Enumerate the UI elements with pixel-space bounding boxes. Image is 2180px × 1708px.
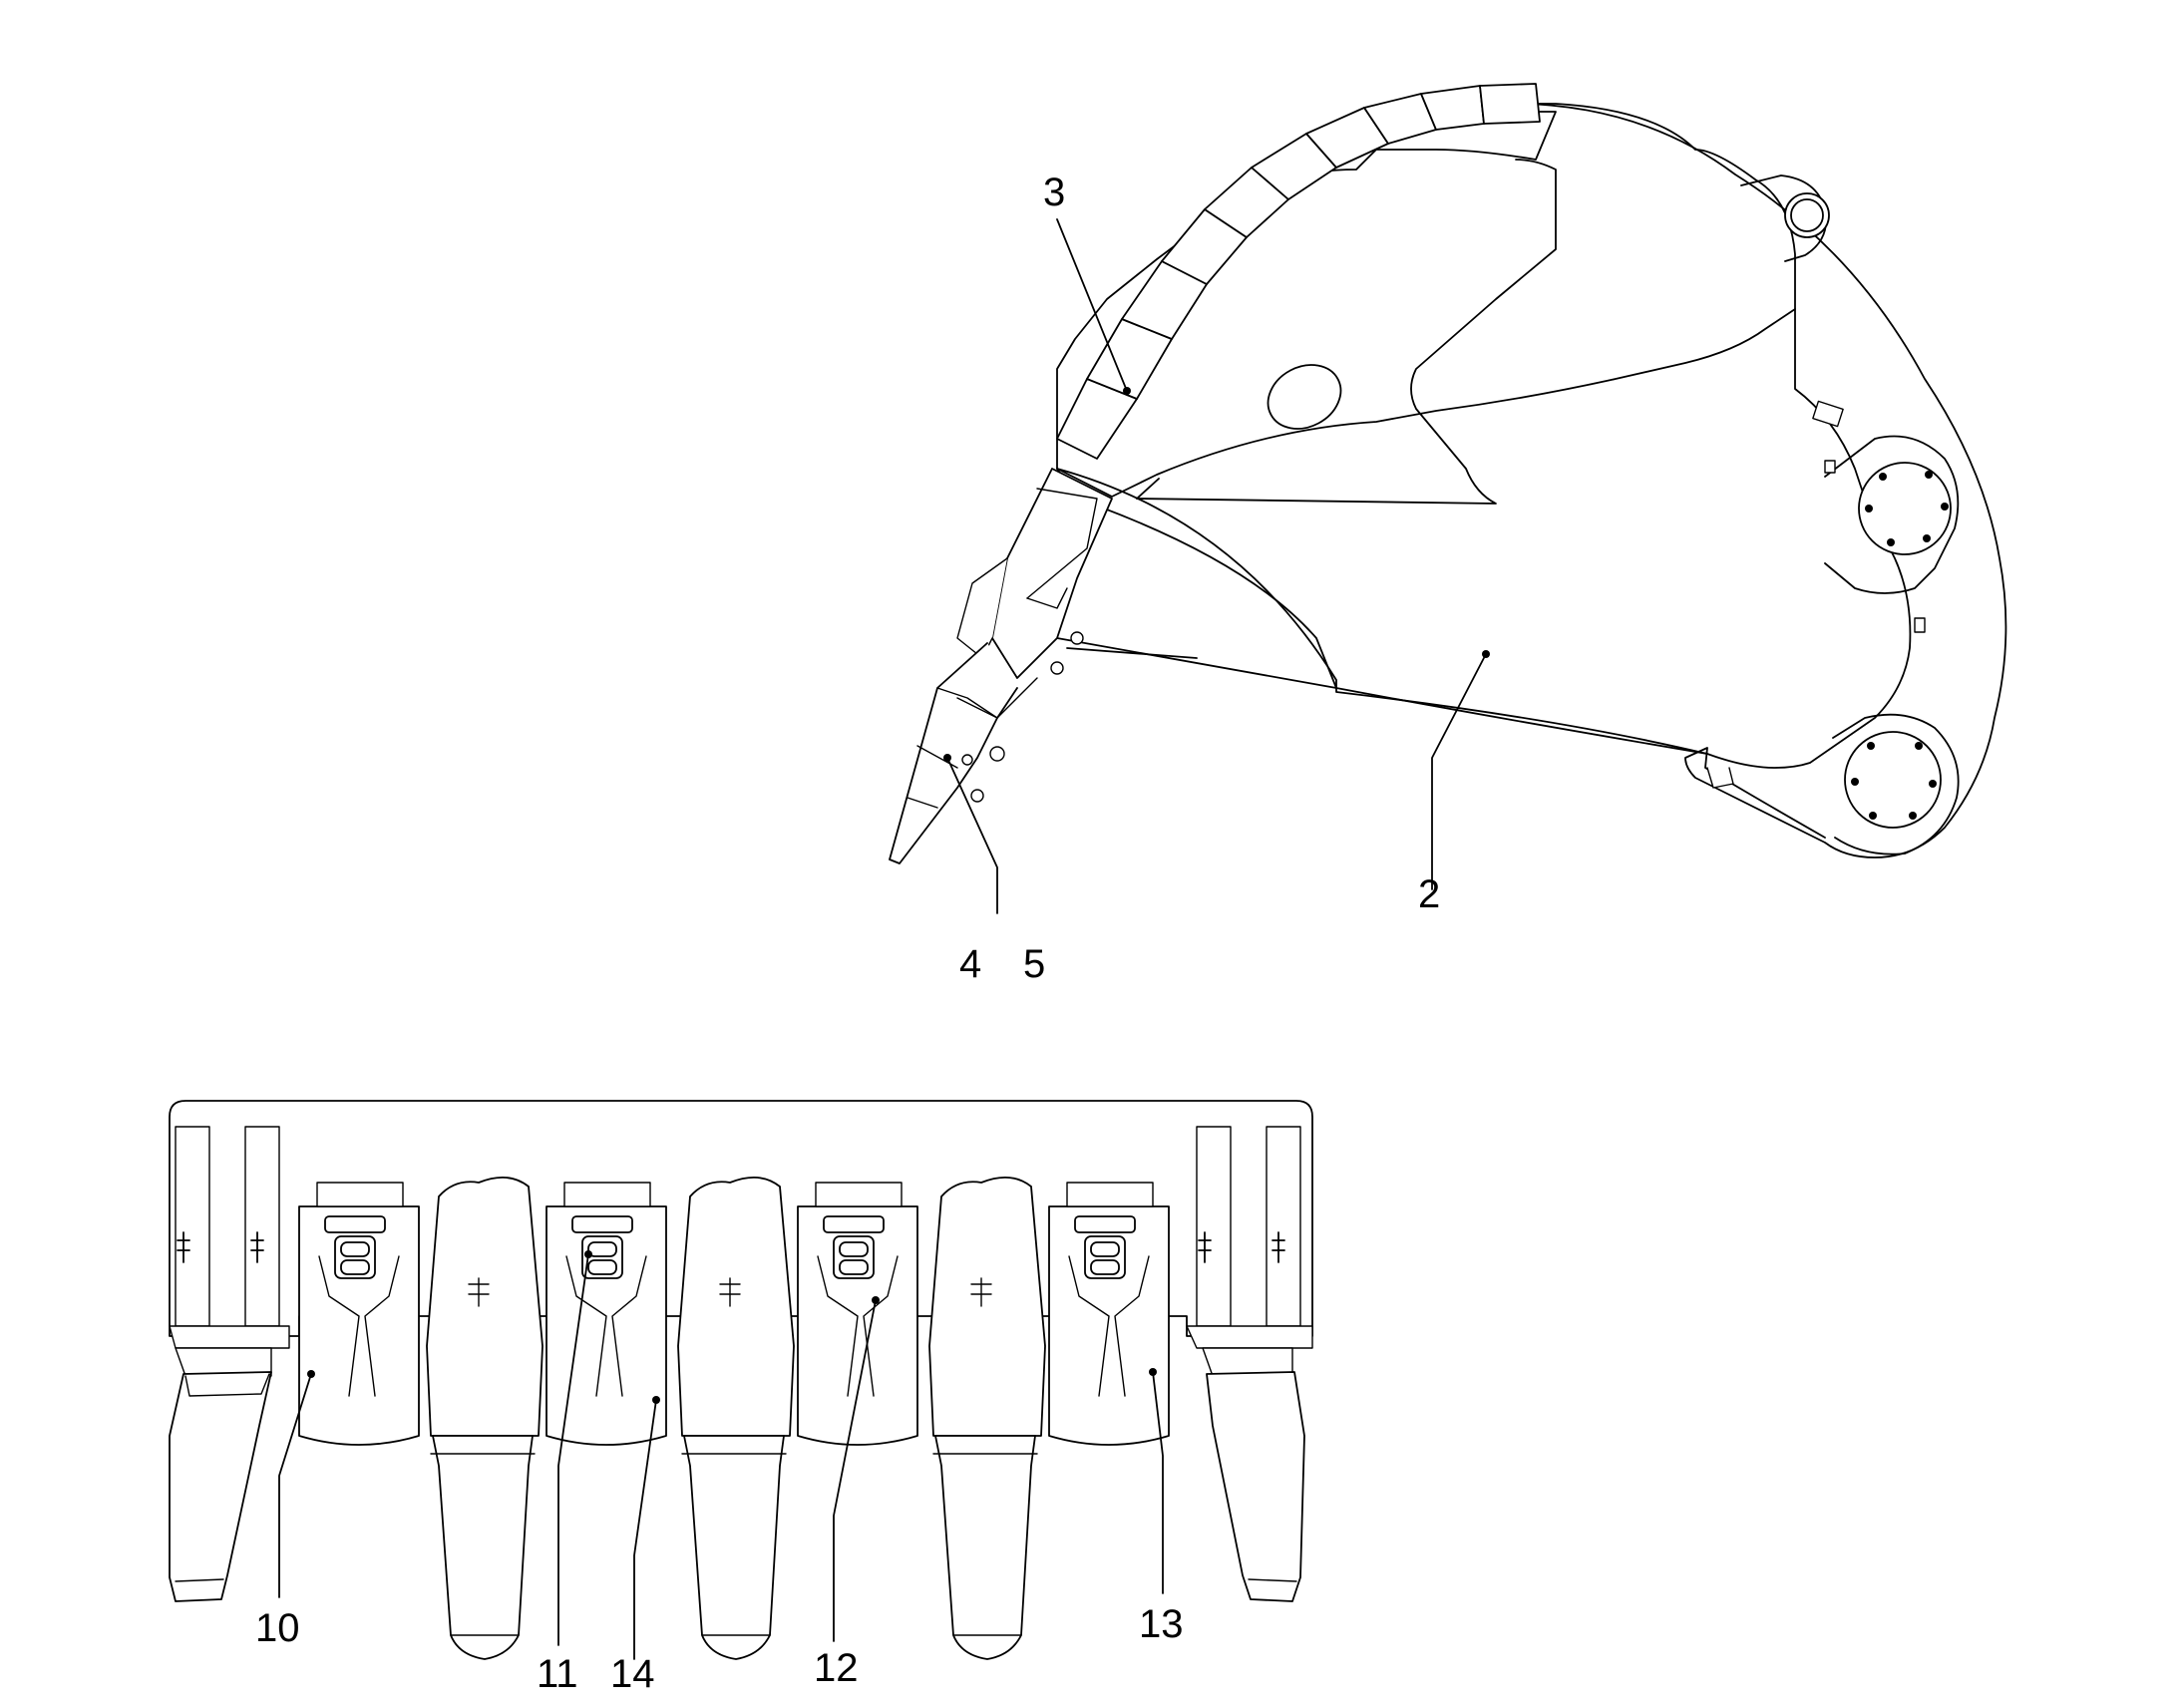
bucket-front-view (169, 1100, 1313, 1660)
lower-bracket (1706, 767, 1734, 789)
adapter-3 (797, 1205, 918, 1446)
side-panel (1136, 159, 1557, 505)
corner-tooth-left (169, 1371, 272, 1602)
wear-plates (1056, 83, 1541, 460)
bucket-underside (1056, 308, 1912, 769)
pin-boss-upper (1824, 435, 1960, 594)
pin-boss-lower (1832, 617, 1960, 855)
lip-line (1056, 637, 1708, 755)
front-teeth (430, 1435, 1038, 1660)
lifting-eye (1740, 174, 1830, 262)
callout-11: 11 (537, 1652, 578, 1696)
corner-marks (177, 1231, 1285, 1263)
inner-panel-edge (1136, 478, 1160, 500)
adapter-1 (298, 1205, 420, 1446)
callout-4: 4 (959, 942, 981, 986)
callout-10: 10 (255, 1606, 300, 1650)
adapter-2 (545, 1205, 667, 1446)
corner-shroud-right (1186, 1126, 1313, 1377)
pin-locks (324, 1215, 1136, 1279)
leader-lines (278, 218, 1490, 1660)
tooth-assembly-side (889, 468, 1113, 864)
corner-shroud-left (169, 1126, 290, 1377)
callout-13: 13 (1139, 1602, 1184, 1646)
data-plate (1812, 400, 1844, 428)
bucket-side-view (889, 83, 2007, 864)
callout-3: 3 (1043, 171, 1065, 214)
callout-5: 5 (1023, 942, 1045, 986)
lip-shrouds (426, 1177, 1046, 1437)
callout-2: 2 (1418, 872, 1440, 916)
front-lip-frame (169, 1100, 1313, 1337)
callout-14: 14 (610, 1652, 655, 1696)
shell-curve (1495, 102, 2007, 858)
adapter-4 (1048, 1205, 1170, 1446)
callout-12: 12 (814, 1646, 859, 1690)
adapters (298, 1182, 1170, 1446)
corner-tooth-right (1206, 1371, 1305, 1602)
callout-labels: 2 3 4 5 10 11 14 12 13 (255, 171, 1440, 1696)
side-hole (1267, 364, 1342, 430)
